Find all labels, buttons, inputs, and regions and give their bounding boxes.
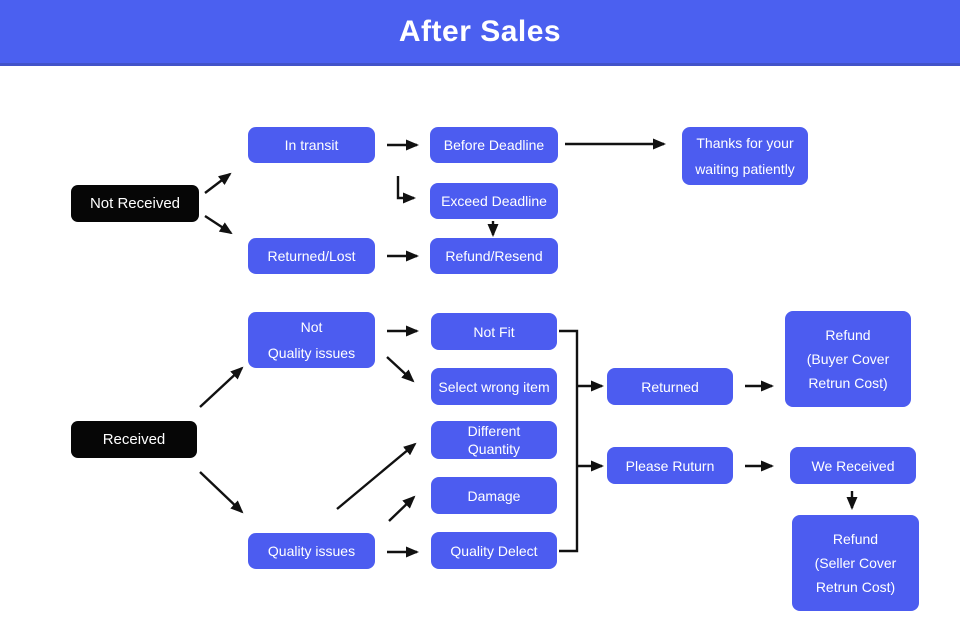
page-title: After Sales	[398, 14, 562, 48]
node-we-received: We Received	[790, 447, 916, 484]
node-refund-seller: Refund (Seller Cover Retrun Cost)	[792, 515, 919, 611]
node-thanks-for-waiting: Thanks for your waiting patiently	[682, 127, 808, 185]
node-before-deadline: Before Deadline	[430, 127, 558, 163]
node-not-quality-issues: Not Quality issues	[248, 312, 375, 368]
node-refund-resend: Refund/Resend	[430, 238, 558, 274]
node-damage: Damage	[431, 477, 557, 514]
title-banner: After Sales	[0, 0, 960, 66]
node-different-quantity: Different Quantity	[431, 421, 557, 459]
node-received: Received	[71, 421, 197, 458]
node-select-wrong-item: Select wrong item	[431, 368, 557, 405]
node-returned: Returned	[607, 368, 733, 405]
node-not-received: Not Received	[71, 185, 199, 222]
node-returned-lost: Returned/Lost	[248, 238, 375, 274]
node-in-transit: In transit	[248, 127, 375, 163]
node-not-fit: Not Fit	[431, 313, 557, 350]
node-quality-issues: Quality issues	[248, 533, 375, 569]
node-quality-delect: Quality Delect	[431, 532, 557, 569]
node-refund-buyer: Refund (Buyer Cover Retrun Cost)	[785, 311, 911, 407]
node-please-ruturn: Please Ruturn	[607, 447, 733, 484]
node-exceed-deadline: Exceed Deadline	[430, 183, 558, 219]
flowchart-canvas: Not Received In transit Before Deadline Tha…	[0, 66, 960, 628]
